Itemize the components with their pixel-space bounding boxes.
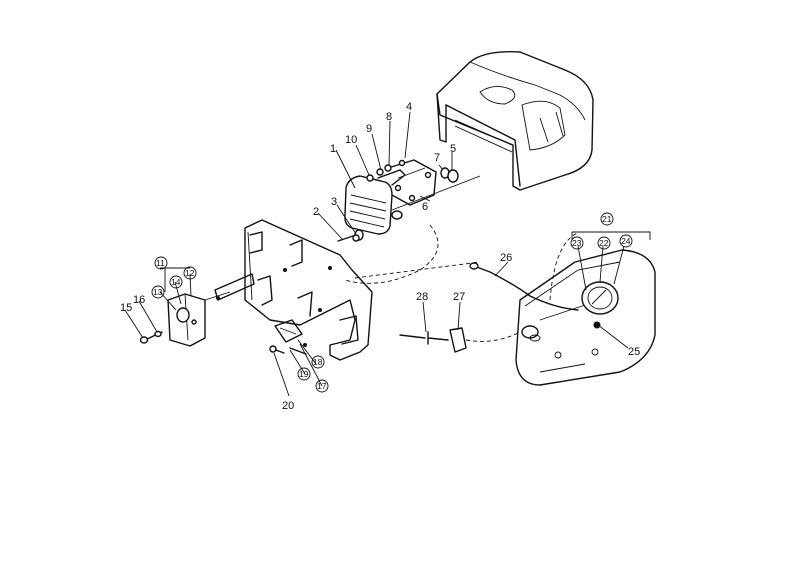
label-17: 17: [317, 381, 327, 391]
label-14: 14: [171, 277, 181, 287]
circled-markers: [151, 212, 633, 393]
label-28: 28: [416, 291, 428, 303]
label-12: 12: [185, 268, 195, 278]
label-26: 26: [500, 252, 512, 264]
label-21: 21: [602, 214, 612, 224]
switch-box: [139, 291, 231, 347]
label-6: 6: [422, 201, 428, 213]
fuel-pump-assembly: [337, 159, 481, 284]
connector-parts: [269, 319, 307, 355]
label-23: 23: [572, 238, 582, 248]
label-4: 4: [406, 101, 412, 113]
label-10: 10: [345, 134, 357, 146]
label-11: 11: [156, 258, 165, 268]
instrument-panel: [469, 231, 656, 386]
label-2: 2: [313, 206, 319, 218]
label-5: 5: [450, 143, 456, 155]
label-16: 16: [133, 294, 145, 306]
label-25: 25: [628, 346, 640, 358]
leader-lines: [124, 111, 651, 397]
mounting-bracket: [214, 219, 373, 361]
label-1: 1: [330, 143, 336, 155]
label-20: 20: [282, 400, 294, 412]
label-24: 24: [621, 236, 631, 246]
label-27: 27: [453, 291, 465, 303]
label-7: 7: [434, 152, 440, 164]
part-number-labels: 1 2 3 4 5 6 7 8 9 10 11 12 13 14 15 16 1…: [120, 101, 640, 412]
engine-hood: [436, 51, 594, 191]
label-9: 9: [366, 123, 372, 135]
label-15: 15: [120, 302, 132, 314]
label-18: 18: [313, 357, 323, 367]
label-8: 8: [386, 111, 392, 123]
label-3: 3: [331, 196, 337, 208]
label-13: 13: [153, 287, 163, 297]
label-22: 22: [599, 238, 609, 248]
label-19: 19: [299, 369, 309, 379]
